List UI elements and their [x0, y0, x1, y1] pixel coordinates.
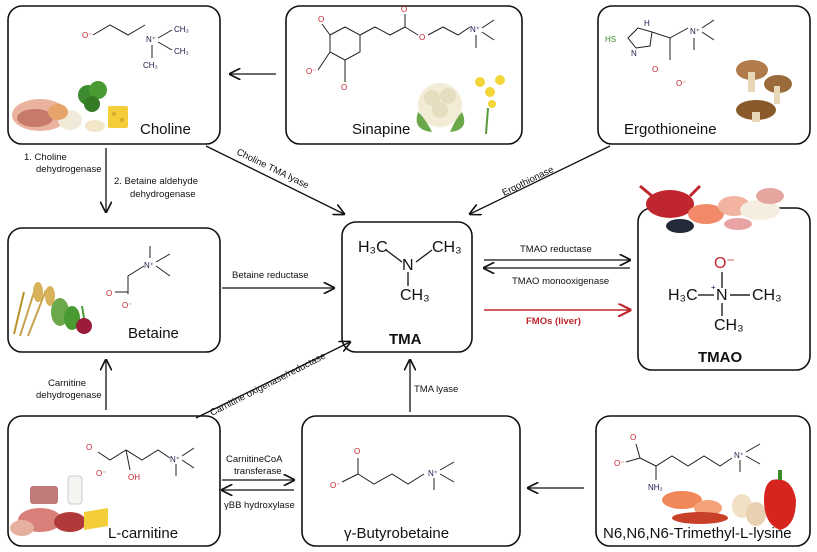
sinapine-oxygen: O [419, 33, 425, 42]
ergothioneine-structure: HS H N N⁺ O O⁻ [605, 19, 715, 88]
betaine-oxygen: O [106, 289, 112, 298]
tmao-methyl: H₃C [668, 287, 698, 304]
ergothioneine-oxygen: O⁻ [676, 79, 686, 88]
ergothioneine-nitrogen: N [631, 49, 637, 58]
sinapine-oxygen: O [401, 5, 407, 14]
tma-box: H₃C N CH₃ CH₃ TMA [341, 221, 473, 353]
arrow-carnitine-to-tma [195, 342, 350, 419]
choline-methyl: CH₃ [174, 47, 189, 56]
ergothioneine-oxygen: O [652, 65, 658, 74]
choline-oxygen: O⁻ [82, 31, 92, 40]
butyrobetaine-nitrogen: N⁺ [428, 469, 438, 478]
sinapine-food-image [416, 75, 505, 135]
l-carnitine-nitrogen: N⁺ [170, 455, 180, 464]
carnitinecoa-transferase-label: transferase [234, 466, 282, 477]
tma-methyl: H₃C [358, 239, 388, 256]
sinapine-structure: O O⁻ O O O N⁺ [306, 5, 495, 92]
tma-lyase-label: TMA lyase [414, 384, 458, 395]
l-carnitine-box: O O⁻ OH N⁺ L-carnitine [7, 415, 221, 547]
betaine-aldehyde-dehydrogenase-label: dehydrogenase [130, 189, 196, 200]
betaine-reductase-label: Betaine reductase [232, 270, 309, 281]
tma-structure: H₃C N CH₃ CH₃ [358, 239, 462, 304]
tma-nitrogen: N [402, 257, 414, 274]
ergothioneine-hydrogen: H [644, 19, 650, 28]
ergothioneine-nitrogen: N⁺ [690, 27, 700, 36]
trimethyllysine-food-image [662, 470, 796, 530]
tmao-monooxygenase-label: TMAO monooxigenase [512, 276, 609, 287]
butyrobetaine-box: O O⁻ N⁺ γ-Butyrobetaine [301, 415, 521, 547]
choline-dehydrogenase-label: 1. Choline [24, 152, 67, 163]
choline-methyl: CH₃ [143, 61, 158, 70]
butyrobetaine-oxygen: O [354, 447, 360, 456]
sinapine-box: O O⁻ O O O N⁺ [285, 5, 523, 145]
trimethyllysine-label: N6,N6,N6-Trimethyl-L-lysine [603, 525, 792, 542]
l-carnitine-oxygen: O [86, 443, 92, 452]
betaine-structure: N⁺ O O⁻ [106, 246, 171, 310]
sinapine-nitrogen: N⁺ [470, 25, 480, 34]
trimethyllysine-amine: NH₂ [648, 483, 663, 492]
sinapine-oxygen: O [341, 83, 347, 92]
arrow-ergothioneine-to-tma [470, 145, 611, 214]
l-carnitine-structure: O O⁻ OH N⁺ [86, 443, 195, 482]
tmao-structure: O⁻ H₃C + N CH₃ CH₃ [668, 255, 782, 334]
tmao-food-image [639, 184, 784, 233]
tmao-methyl: CH₃ [752, 287, 782, 304]
betaine-aldehyde-dehydrogenase-label: 2. Betaine aldehyde [114, 176, 198, 187]
tmao-oxygen: O⁻ [714, 255, 735, 272]
sinapine-label: Sinapine [352, 121, 410, 138]
choline-nitrogen: N⁺ [146, 35, 156, 44]
ergothionase-label: Ergothionase [500, 164, 555, 198]
carnitine-dehydrogenase-label: dehydrogenase [36, 390, 102, 401]
trimethyllysine-oxygen: O⁻ [614, 459, 624, 468]
tmao-box: O⁻ H₃C + N CH₃ CH₃ TMAO [637, 184, 811, 371]
fmos-liver-label: FMOs (liver) [526, 316, 581, 327]
carnitinecoa-transferase-label: CarnitineCoA [226, 454, 283, 465]
l-carnitine-hydroxyl: OH [128, 473, 140, 482]
tmao-nitrogen: N [716, 287, 728, 304]
carnitine-oxigenase-label: Carnitine oxigenase/reductase [208, 351, 327, 419]
trimethyllysine-box: O O⁻ NH₂ N⁺ N6,N6,N6-Trimethyl-L-lysine [595, 415, 811, 547]
tma-label: TMA [389, 331, 422, 348]
sinapine-oxygen: O [318, 15, 324, 24]
ergothioneine-label: Ergothioneine [624, 121, 717, 138]
butyrobetaine-structure: O O⁻ N⁺ [330, 447, 455, 490]
choline-label: Choline [140, 121, 191, 138]
sinapine-oxygen: O⁻ [306, 67, 316, 76]
l-carnitine-food-image [10, 475, 108, 536]
gbb-hydroxylase-label: γBB hydroxylase [224, 500, 295, 511]
choline-structure: O⁻ N⁺ CH₃ CH₃ CH₃ [82, 24, 189, 70]
ergothioneine-sulfur: HS [605, 35, 616, 44]
trimethyllysine-oxygen: O [630, 433, 636, 442]
trimethyllysine-structure: O O⁻ NH₂ N⁺ [614, 433, 761, 492]
betaine-label: Betaine [128, 325, 179, 342]
betaine-food-image [13, 282, 92, 337]
choline-dehydrogenase-label: dehydrogenase [36, 164, 102, 175]
tma-methyl: CH₃ [400, 287, 430, 304]
tmao-label: TMAO [698, 349, 742, 366]
choline-tma-lyase-label: Choline TMA lyase [235, 147, 311, 192]
choline-box: O⁻ N⁺ CH₃ CH₃ CH₃ Choline [7, 5, 221, 145]
choline-methyl: CH₃ [174, 25, 189, 34]
l-carnitine-oxygen: O⁻ [96, 469, 106, 478]
tma-methyl: CH₃ [432, 239, 462, 256]
butyrobetaine-label: γ-Butyrobetaine [344, 525, 449, 542]
l-carnitine-label: L-carnitine [108, 525, 178, 542]
ergothioneine-food-image [736, 60, 792, 122]
carnitine-dehydrogenase-label: Carnitine [48, 378, 86, 389]
butyrobetaine-oxygen: O⁻ [330, 481, 340, 490]
betaine-nitrogen: N⁺ [144, 261, 154, 270]
trimethyllysine-nitrogen: N⁺ [734, 451, 744, 460]
arrow-choline-to-tma [205, 145, 344, 214]
betaine-oxygen: O⁻ [122, 301, 132, 310]
tmao-methyl: CH₃ [714, 317, 744, 334]
tmao-charge: + [711, 283, 716, 292]
betaine-box: N⁺ O O⁻ Betaine [7, 227, 221, 353]
ergothioneine-box: HS H N N⁺ O O⁻ Ergothioneine [597, 5, 811, 145]
choline-food-image [12, 81, 128, 132]
tmao-reductase-label: TMAO reductase [520, 244, 592, 255]
